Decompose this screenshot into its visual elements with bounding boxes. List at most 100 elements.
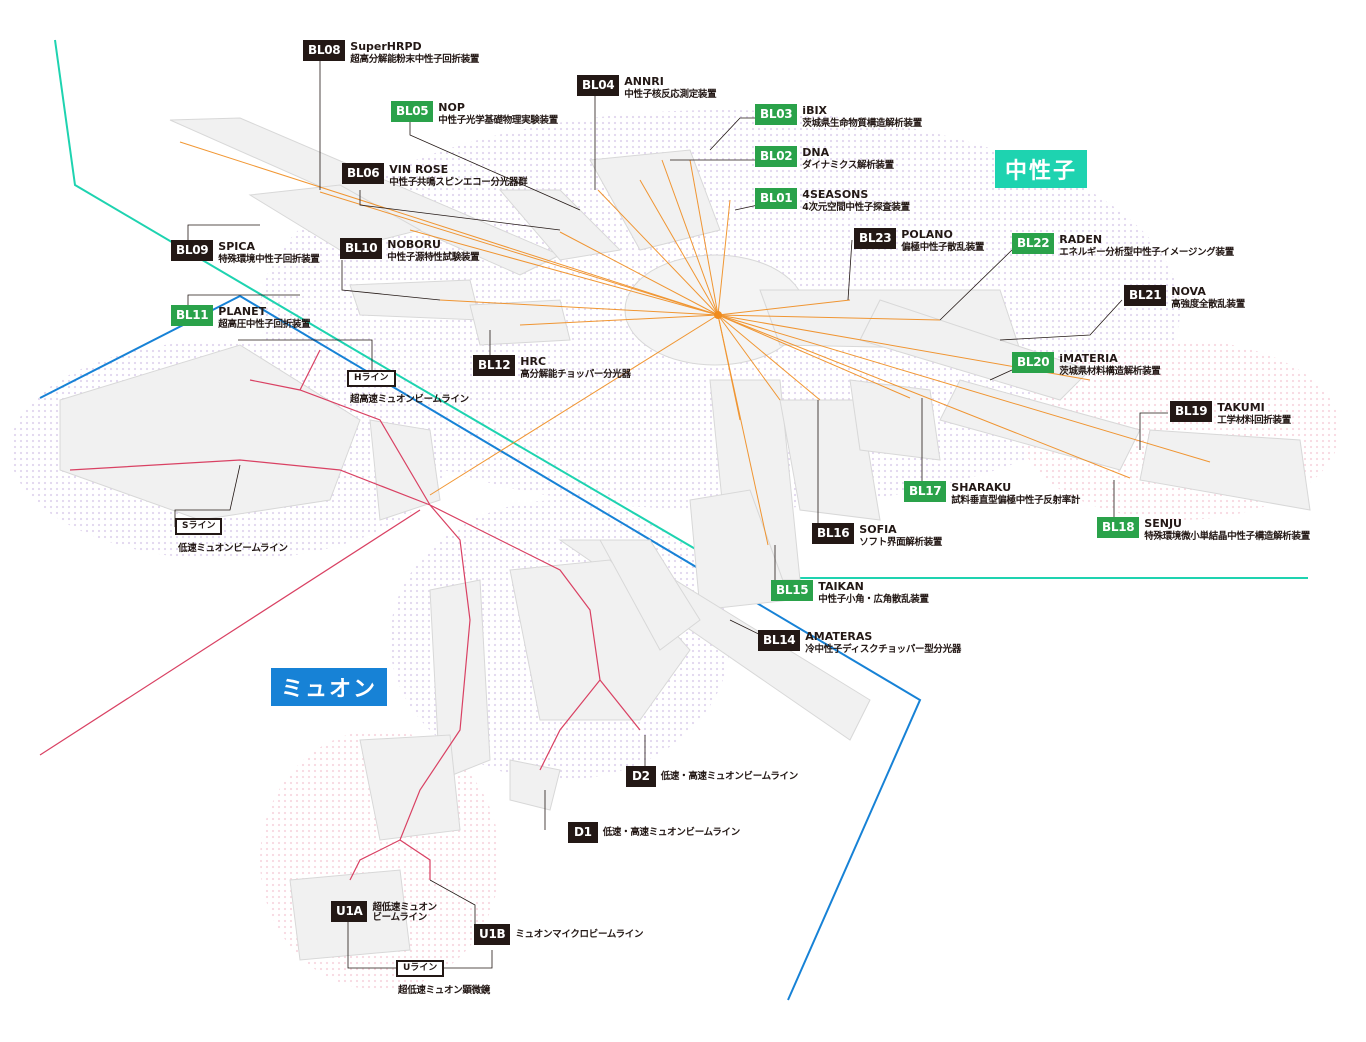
u1a-badge: U1A [331, 901, 368, 922]
bl17-badge: BL17 [904, 481, 947, 502]
bl21-badge: BL21 [1124, 285, 1167, 306]
bl23-badge: BL23 [854, 228, 897, 249]
bl03-desc: 茨城県生命物質構造解析装置 [802, 118, 922, 129]
bl06-desc: 中性子共鳴スピンエコー分光器群 [389, 177, 528, 188]
bl11-name: PLANET [218, 305, 267, 318]
bl14-desc: 冷中性子ディスクチョッパー型分光器 [805, 644, 962, 655]
bl09-badge: BL09 [171, 240, 214, 261]
bl08-badge: BL08 [303, 40, 346, 61]
bl23-name: POLANO [901, 228, 953, 241]
bl22-desc: エネルギー分析型中性子イメージング装置 [1059, 247, 1234, 258]
bl16-badge: BL16 [812, 523, 855, 544]
muon-s-beam-line [39, 509, 421, 756]
bl10-desc: 中性子源特性試験装置 [387, 252, 480, 263]
bl04-desc: 中性子核反応測定装置 [624, 89, 717, 100]
bl19-desc: 工学材料回折装置 [1217, 415, 1291, 426]
u1b-badge: U1B [474, 924, 511, 945]
bl22-badge: BL22 [1012, 233, 1055, 254]
muon-region-title: ミュオン [271, 668, 388, 706]
bl20-desc: 茨城県材料構造解析装置 [1059, 366, 1161, 377]
bl14-name: AMATERAS [805, 630, 873, 643]
bl15-desc: 中性子小角・広角散乱装置 [818, 594, 929, 605]
bl12-name: HRC [520, 355, 547, 368]
bl09-desc: 特殊環境中性子回折装置 [218, 254, 320, 265]
bl17-desc: 試料垂直型偏極中性子反射率計 [951, 495, 1081, 506]
bl02-desc: ダイナミクス解析装置 [802, 160, 894, 171]
bl04-name: ANNRI [624, 75, 664, 88]
bl19-name: TAKUMI [1217, 401, 1265, 414]
bl05-desc: 中性子光学基礎物理実験装置 [438, 115, 558, 126]
bl15-badge: BL15 [771, 580, 814, 601]
bl17-name: SHARAKU [951, 481, 1012, 494]
d1-badge: D1 [568, 822, 598, 843]
muon-d2[interactable]: D2 低速・高速ミュオンビームライン [626, 766, 798, 787]
d2-desc: 低速・高速ミュオンビームライン [660, 771, 799, 782]
h-line-desc: 超高速ミュオンビームライン [350, 394, 469, 405]
bl10-name: NOBORU [387, 238, 441, 251]
bl10-badge: BL10 [340, 238, 383, 259]
neutron-beam-lines [179, 141, 1211, 546]
bl18-desc: 特殊環境微小単結晶中性子構造解析装置 [1144, 531, 1310, 542]
bl21-desc: 高強度全散乱装置 [1171, 299, 1245, 310]
bl23-desc: 偏極中性子散乱装置 [901, 242, 985, 253]
bl01-name: 4SEASONS [802, 188, 869, 201]
bl11-desc: 超高圧中性子回折装置 [218, 319, 311, 330]
bl19-badge: BL19 [1170, 401, 1213, 422]
bl04-badge: BL04 [577, 75, 620, 96]
bl14-badge: BL14 [758, 630, 801, 651]
h-line-box[interactable]: Hライン [347, 370, 396, 387]
neutron-target-marker [714, 311, 722, 319]
bl05-name: NOP [438, 101, 465, 114]
muon-boundary-line [39, 294, 922, 1001]
bl16-name: SOFIA [859, 523, 897, 536]
bl06-name: VIN ROSE [389, 163, 449, 176]
bl20-badge: BL20 [1012, 352, 1055, 373]
d1-desc: 低速・高速ミュオンビームライン [602, 827, 741, 838]
bl05-badge: BL05 [391, 101, 434, 122]
bl03-name: iBIX [802, 104, 828, 117]
bl06-badge: BL06 [342, 163, 385, 184]
muon-d1[interactable]: D1 低速・高速ミュオンビームライン [568, 822, 740, 843]
bl02-badge: BL02 [755, 146, 798, 167]
neutron-region-title: 中性子 [995, 150, 1088, 188]
bl20-name: iMATERIA [1059, 352, 1118, 365]
bl01-badge: BL01 [755, 188, 798, 209]
bl22-name: RADEN [1059, 233, 1103, 246]
s-line-box[interactable]: Sライン [175, 518, 223, 535]
muon-u1b[interactable]: U1B ミュオンマイクロビームライン [474, 924, 644, 945]
muon-u1a[interactable]: U1A 超低速ミュオンビームライン [331, 901, 437, 924]
u-line-box[interactable]: Uライン [396, 960, 445, 977]
d2-badge: D2 [626, 766, 656, 787]
bl03-badge: BL03 [755, 104, 798, 125]
bl09-name: SPICA [218, 240, 255, 253]
bl18-badge: BL18 [1097, 517, 1140, 538]
bl18-name: SENJU [1144, 517, 1182, 530]
muon-beam-lines [69, 349, 641, 881]
bl21-name: NOVA [1171, 285, 1206, 298]
bl08-name: SuperHRPD [350, 40, 422, 53]
bl15-name: TAIKAN [818, 580, 864, 593]
u-line-desc: 超低速ミュオン顕微鏡 [398, 985, 491, 996]
u1a-desc-line2: ビームライン [372, 912, 427, 923]
